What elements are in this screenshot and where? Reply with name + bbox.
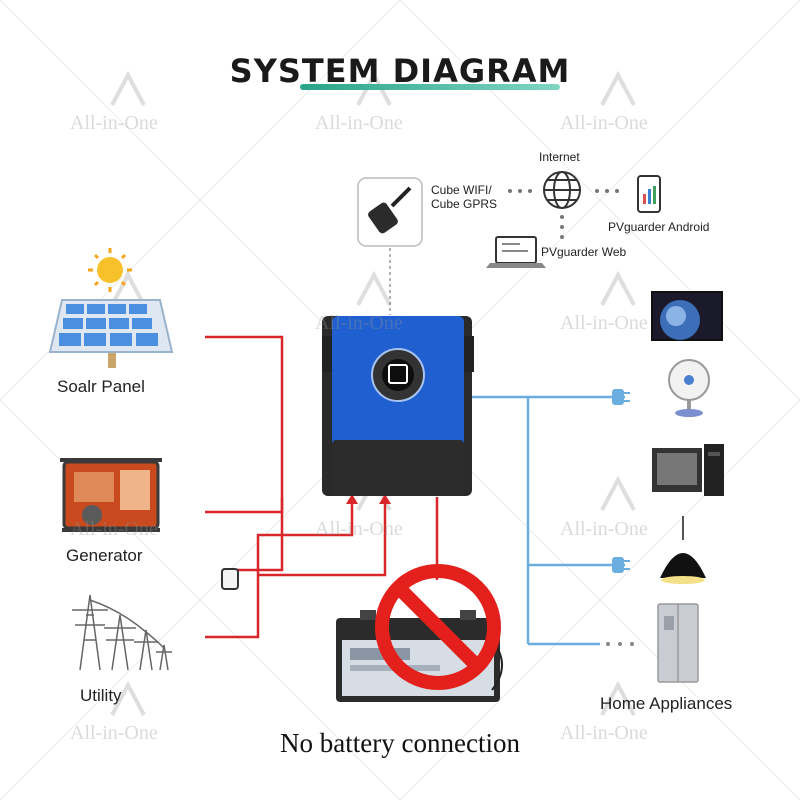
refrigerator-icon [657,603,699,683]
watermark-text: All-in-One [560,112,648,134]
watermark-text: All-in-One [315,112,403,134]
pvguarder-app-label: PVguarder Android [608,220,710,234]
cube-wifi-label: Cube WIFI/ [431,183,492,197]
utility-line [205,500,354,639]
watermark-text: All-in-One [560,518,648,540]
computer-icon [652,444,724,496]
generator-icon [60,458,162,532]
generator-label: Generator [66,546,143,565]
watermark-text: All-in-One [560,722,648,744]
generator-line [258,500,387,577]
phone-icon [637,175,661,213]
utility-label: Utility [80,686,122,705]
watermark-text: All-in-One [315,518,403,540]
laptop-icon [486,236,546,268]
footer-caption: No battery connection [280,728,520,758]
solar-panel-label: Soalr Panel [57,377,145,396]
dotted-link [606,642,634,646]
title-underline [300,84,560,90]
sun-icon [88,248,132,292]
pendant-lamp-icon [660,516,706,584]
solar-panel-icon [48,299,174,368]
arrowheads [346,494,391,504]
internet-label: Internet [539,150,580,164]
wifi-cube-icon [357,177,423,247]
internet-dots [508,189,619,239]
diagram-title: SYSTEM DIAGRAM [229,52,571,90]
fan-icon [668,359,710,417]
watermark-text: All-in-One [70,722,158,744]
power-tower-icon [72,594,172,671]
watermark-text: All-in-One [70,112,158,134]
pvguarder-web-label: PVguarder Web [541,245,627,259]
globe-icon [543,171,581,209]
inverter-icon [322,316,474,496]
home-appliances-label: Home Appliances [600,694,733,713]
battery-icon [336,610,503,702]
cube-gprs-label: Cube GPRS [431,197,498,211]
tv-icon [651,291,723,341]
watermark-text: All-in-One [560,312,648,334]
watermark-text: All-in-One [315,312,403,334]
breaker-icon [221,568,239,590]
load-lines [470,395,625,646]
solar-line [205,335,284,498]
prohibition-icon [375,564,501,690]
watermark-text: All-in-One [70,518,158,540]
plug-icons [612,389,630,573]
